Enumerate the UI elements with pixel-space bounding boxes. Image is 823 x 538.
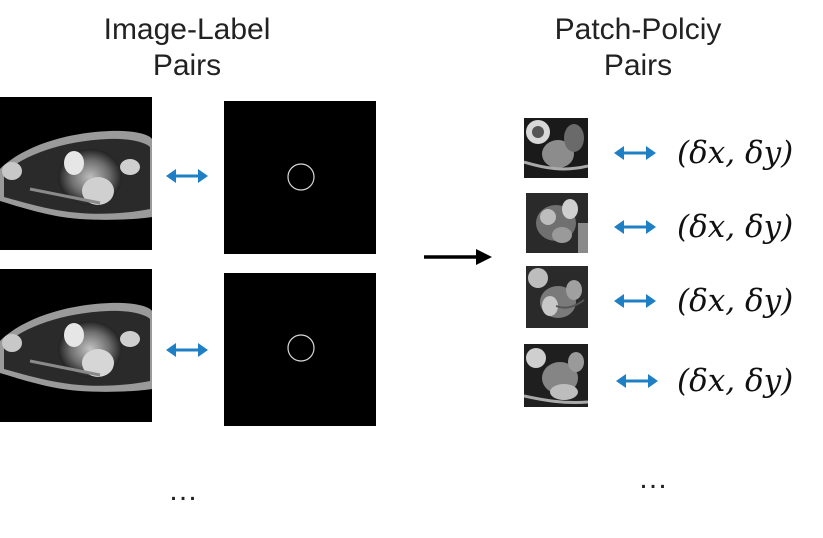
label-mask-2: [224, 273, 376, 426]
policy-label-2: (δx, δy): [677, 209, 794, 245]
contour-circle-icon: [287, 334, 315, 362]
left-title-line2: Pairs: [152, 49, 222, 82]
double-arrow-icon: [614, 293, 656, 309]
double-arrow-icon: [616, 373, 658, 389]
left-section-title: Image-Label Pairs: [77, 12, 297, 84]
left-ellipsis: …: [168, 474, 198, 507]
policy-label-4: (δx, δy): [677, 363, 794, 399]
patch-image-3: [526, 266, 588, 328]
policy-label-3: (δx, δy): [677, 283, 794, 319]
right-title-line1: Patch-Polciy: [554, 13, 722, 46]
patch-image-2: [526, 193, 588, 253]
mri-image-1: [0, 97, 152, 250]
right-title-line2: Pairs: [603, 49, 673, 82]
double-arrow-icon: [614, 219, 656, 235]
double-arrow-icon: [166, 168, 208, 184]
policy-label-1: (δx, δy): [677, 135, 794, 171]
mri-image-2: [0, 269, 152, 422]
double-arrow-icon: [614, 145, 656, 161]
contour-circle-icon: [287, 163, 315, 191]
right-arrow-icon: [424, 248, 492, 266]
patch-image-1: [524, 118, 588, 178]
label-mask-1: [224, 101, 376, 254]
right-section-title: Patch-Polciy Pairs: [528, 12, 748, 84]
patch-image-4: [524, 344, 588, 407]
right-ellipsis: …: [638, 462, 668, 495]
double-arrow-icon: [166, 342, 208, 358]
left-title-line1: Image-Label: [103, 13, 271, 46]
